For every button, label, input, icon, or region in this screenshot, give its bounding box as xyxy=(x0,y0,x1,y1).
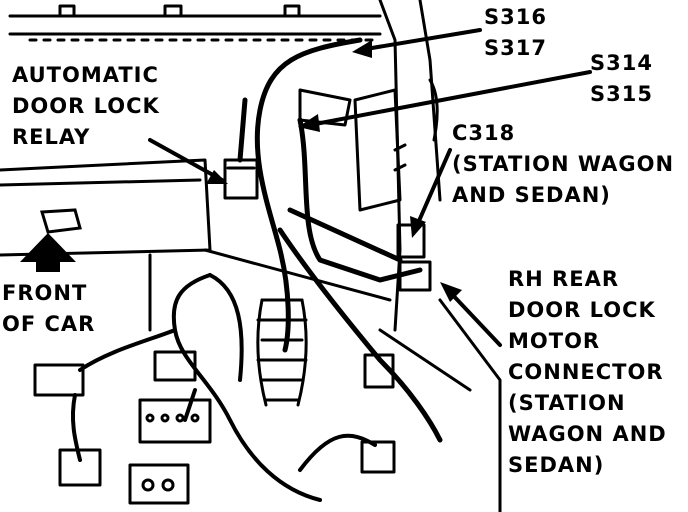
up-arrow-icon xyxy=(20,233,76,272)
label-line: S316 xyxy=(484,5,547,29)
label-line: FRONT xyxy=(2,281,88,305)
label-splice-s316-s317: S316 S317 xyxy=(484,2,547,64)
leader-lines xyxy=(148,28,592,347)
label-line: CONNECTOR xyxy=(508,360,664,384)
label-line: S314 xyxy=(590,51,653,75)
lower-connectors xyxy=(33,350,396,505)
label-line: S315 xyxy=(590,82,653,106)
top-rail xyxy=(8,4,382,42)
label-line: C318 xyxy=(452,121,516,145)
label-line: MOTOR xyxy=(508,329,601,353)
label-line: DOOR LOCK xyxy=(12,94,160,118)
dash-fold xyxy=(40,208,82,234)
label-line: RH REAR xyxy=(508,267,619,291)
label-rh-rear-motor-connector: RH REAR DOOR LOCK MOTOR CONNECTOR (STATI… xyxy=(508,264,667,481)
label-line: (STATION WAGON xyxy=(452,152,675,176)
label-door-lock-relay: AUTOMATIC DOOR LOCK RELAY xyxy=(12,60,160,153)
label-splice-s314-s315: S314 S315 xyxy=(590,48,653,110)
lower-harness xyxy=(70,273,377,502)
leader-arrowheads xyxy=(206,40,462,302)
label-line: WAGON AND xyxy=(508,422,667,446)
label-line: RELAY xyxy=(12,125,91,149)
body-panel xyxy=(0,0,502,512)
label-line: SEDAN) xyxy=(508,453,605,477)
label-line: S317 xyxy=(484,36,547,60)
label-line: AND SEDAN) xyxy=(452,183,611,207)
label-front-of-car: FRONT OF CAR xyxy=(2,278,95,340)
label-line: OF CAR xyxy=(2,312,96,336)
label-line: DOOR LOCK xyxy=(508,298,656,322)
label-line: AUTOMATIC xyxy=(12,63,159,87)
door-lock-relay xyxy=(223,158,259,200)
label-connector-c318: C318 (STATION WAGON AND SEDAN) xyxy=(452,118,674,211)
harness-grommet xyxy=(256,298,308,407)
label-line: (STATION xyxy=(508,391,626,415)
main-harness xyxy=(237,37,443,443)
